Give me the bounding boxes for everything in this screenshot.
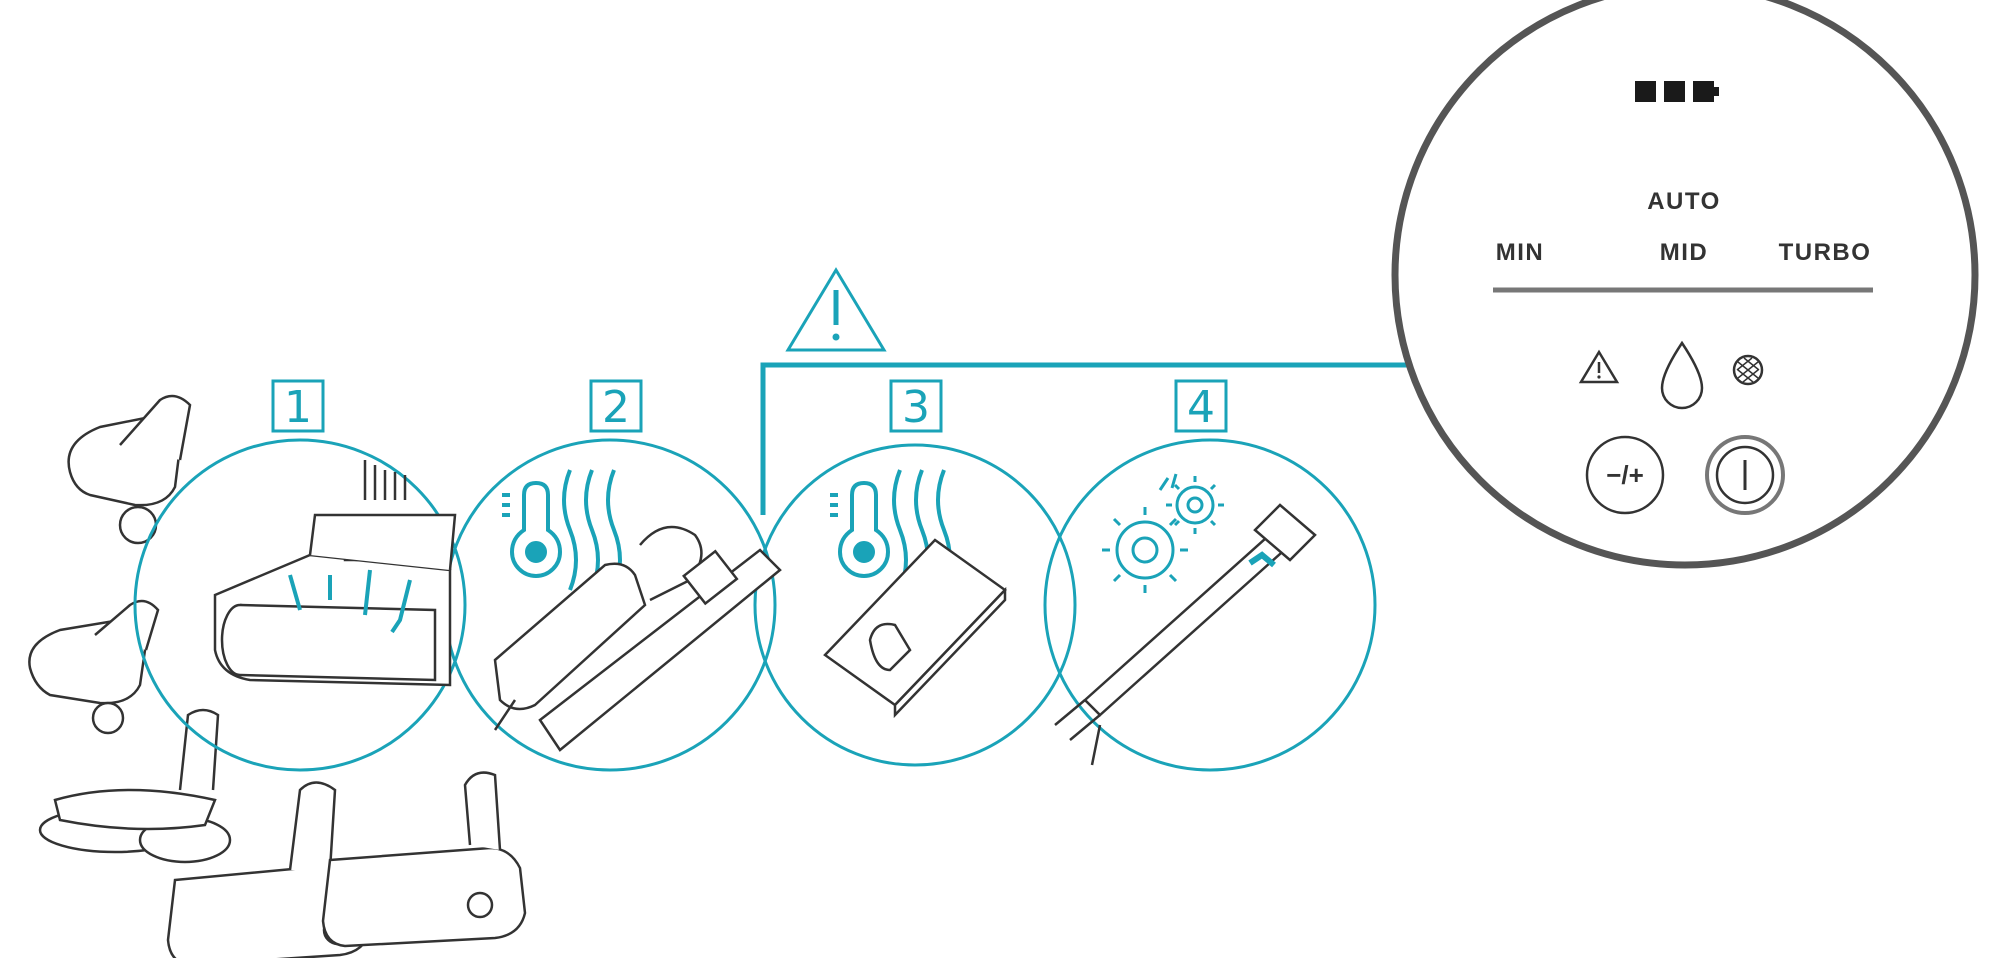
gear-icon (1102, 507, 1188, 593)
mode-mid-label: MID (1660, 239, 1709, 266)
water-drop-icon (1660, 340, 1704, 410)
thermometer-icon (830, 480, 891, 578)
control-panel: AUTO MIN MID TURBO −/+ (1391, 0, 1979, 569)
step-1-label-box: 1 (271, 379, 325, 433)
step-1-circle (133, 438, 467, 772)
hot-battery-icon (823, 469, 1007, 719)
minus-plus-button[interactable]: −/+ (1585, 435, 1665, 515)
thermometer-icon (502, 480, 563, 578)
step-labels: 1 2 3 4 (271, 379, 1228, 433)
warning-triangle-icon (785, 267, 887, 352)
mode-auto-label: AUTO (1647, 188, 1721, 215)
step-3-number: 3 (902, 382, 930, 433)
mode-turbo-label: TURBO (1779, 239, 1872, 266)
power-button[interactable] (1705, 435, 1785, 515)
mini-turbo-brush-icon (67, 394, 192, 545)
mini-brush-icon (28, 599, 160, 735)
filter-icon (1732, 354, 1764, 386)
gear-icon (1166, 476, 1224, 534)
hot-motor-handheld-icon (493, 469, 782, 752)
step-4-number: 4 (1187, 382, 1215, 433)
minus-plus-label: −/+ (1606, 460, 1644, 490)
step-2-label-box: 2 (589, 379, 643, 433)
brush-roll-hair-icon (213, 460, 457, 687)
step-3-label-box: 3 (889, 379, 943, 433)
step-2-number: 2 (602, 382, 630, 433)
step-3-circle (753, 443, 1077, 767)
warning-icon (1578, 349, 1620, 384)
step-4-label-box: 4 (1174, 379, 1228, 433)
mode-min-label: MIN (1496, 239, 1545, 266)
nozzle-accessories (28, 394, 527, 958)
mop-nozzle-icon (38, 708, 232, 864)
step-circles (133, 438, 1377, 772)
floor-nozzle-icon (166, 781, 372, 958)
step-4-circle (1043, 438, 1377, 772)
floor-nozzle-icon (321, 771, 527, 948)
step-1-number: 1 (284, 382, 312, 433)
gears-tube-blockage-icon (1054, 473, 1317, 766)
battery-three-bars-icon (1635, 81, 1719, 102)
